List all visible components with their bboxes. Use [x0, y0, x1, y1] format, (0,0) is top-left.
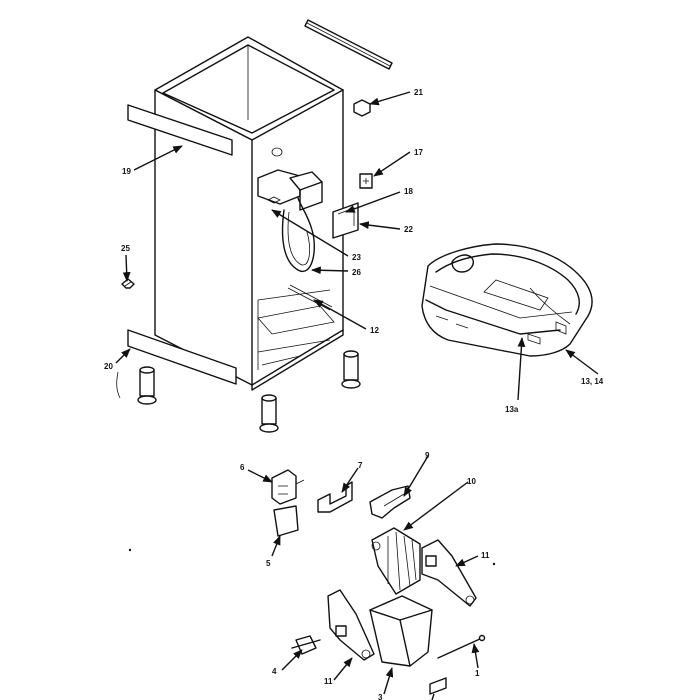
- top-trim-strip: [304, 19, 393, 70]
- stray-mark: [128, 548, 132, 552]
- leader-lines: [115, 91, 599, 700]
- lever-9: [369, 485, 411, 519]
- screw-25: [121, 278, 135, 289]
- callout-6: 6: [240, 463, 245, 472]
- callout-21: 21: [414, 88, 423, 97]
- clip-bottom: [429, 677, 447, 695]
- callout-19: 19: [122, 167, 131, 176]
- callout-17: 17: [414, 148, 423, 157]
- callout-13-14: 13, 14: [581, 377, 604, 386]
- callout-20: 20: [104, 362, 113, 371]
- side-bracket-11-left: [327, 589, 375, 661]
- callout-7: 7: [358, 461, 363, 470]
- callout-9: 9: [425, 451, 430, 460]
- leg-rear-right: [341, 350, 361, 389]
- bucket-3: [369, 595, 433, 667]
- callout-11-right: 11: [481, 551, 490, 560]
- callout-1: 1: [475, 669, 480, 678]
- leg-front-left: [137, 366, 157, 405]
- side-bracket-11-right: [421, 539, 477, 607]
- callout-5: 5: [266, 559, 271, 568]
- bottom-trim-strip: [127, 329, 237, 385]
- callout-12: 12: [370, 326, 379, 335]
- ice-bin: [421, 243, 593, 357]
- stray-mark: [492, 562, 496, 566]
- roller-4: [291, 635, 321, 655]
- side-trim-strip: [127, 104, 233, 156]
- callout-10: 10: [467, 477, 476, 486]
- hinge-bracket-6: [271, 469, 305, 505]
- leveling-legs: [116, 350, 361, 433]
- cabinet: [154, 36, 344, 391]
- callout-4: 4: [272, 667, 277, 676]
- callout-18: 18: [404, 187, 413, 196]
- clip-21: [353, 99, 371, 117]
- callout-labels: 21 17 18 22 19 23 26 25 12 20 13, 14 13a…: [104, 88, 604, 700]
- agitator-10: [371, 527, 421, 595]
- callout-3: 3: [378, 693, 383, 700]
- callout-26: 26: [352, 268, 361, 277]
- callout-23: 23: [352, 253, 361, 262]
- flap-5: [273, 505, 299, 537]
- switch-17: [359, 173, 373, 189]
- callout-11-left: 11: [324, 677, 333, 686]
- callout-13a: 13a: [505, 405, 519, 414]
- rod-1: [437, 634, 486, 659]
- bracket-7: [317, 481, 353, 513]
- callout-22: 22: [404, 225, 413, 234]
- leg-front-right: [259, 394, 279, 433]
- callout-25: 25: [121, 244, 130, 253]
